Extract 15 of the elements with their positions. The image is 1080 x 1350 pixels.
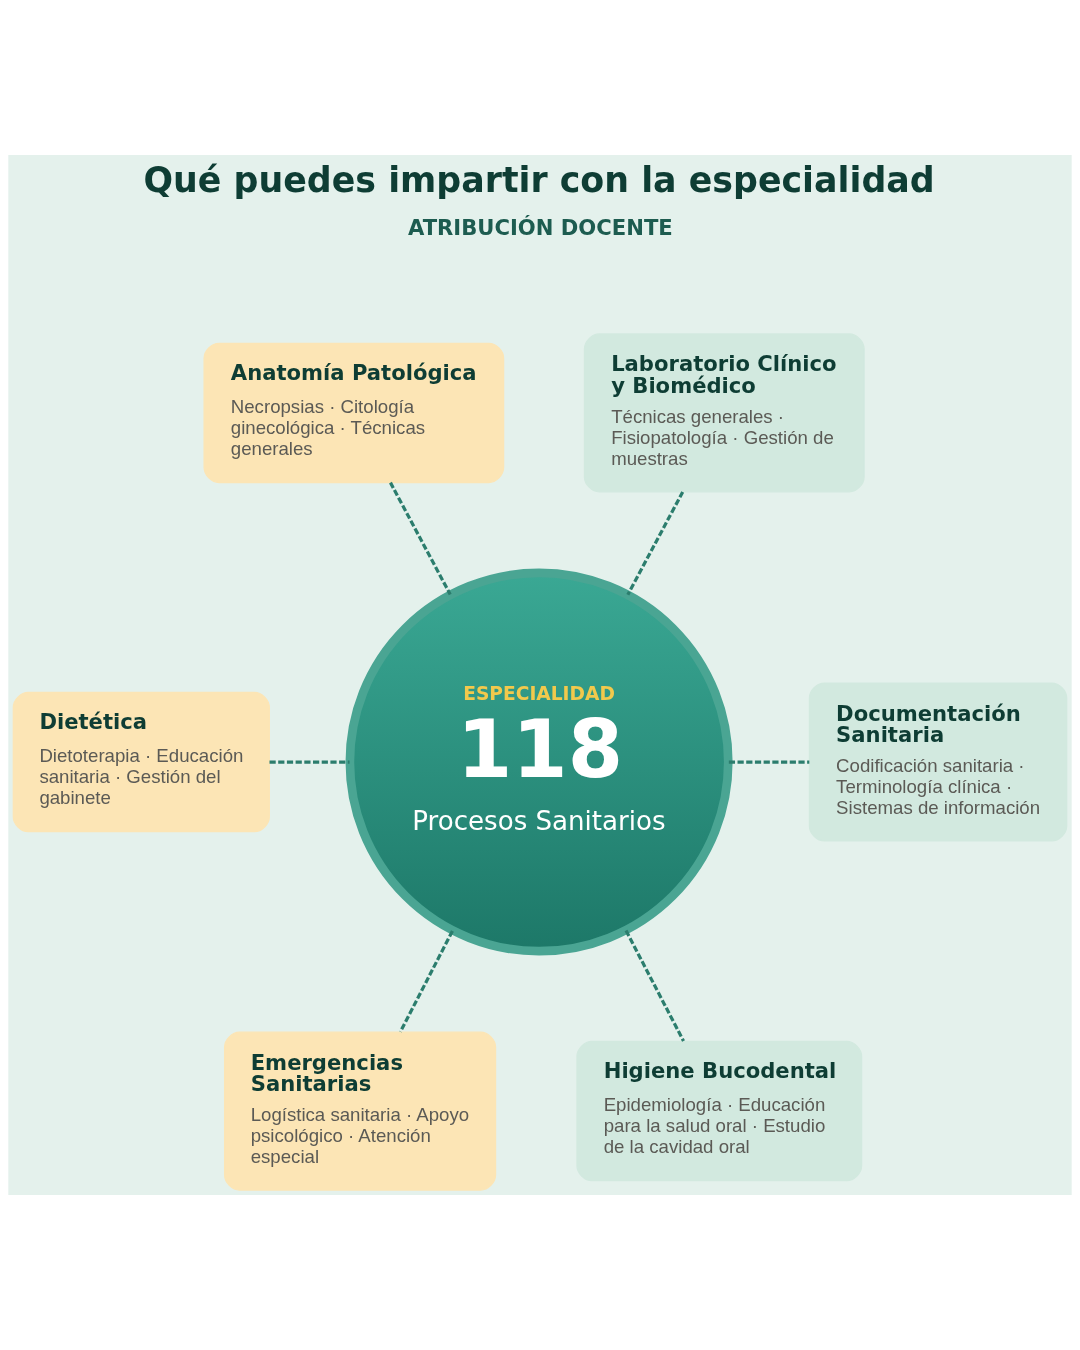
node-box: Dietética Dietoterapia · Educación sanitaria · Gestión del gabinete <box>12 691 270 833</box>
connector <box>626 491 685 596</box>
connector <box>728 760 810 764</box>
node-box: Anatomía Patológica Necropsias · Citología ginecológica · Técnicas generales <box>203 342 505 484</box>
connector <box>398 930 454 1033</box>
node-box: Documentación Sanitaria Codificación sanitaria · Terminología clínica · Sistemas de información <box>808 682 1068 842</box>
connector <box>389 481 452 596</box>
node-box: Higiene Bucodental Epidemiología · Educación para la salud oral · Estudio de la cavidad oral <box>576 1040 863 1182</box>
connector <box>269 760 350 764</box>
label: ATRIBUCIÓN DOCENTE <box>407 214 673 240</box>
connector <box>624 929 685 1042</box>
diagram-title: Qué puedes impartir con la especialidad <box>143 159 935 200</box>
node-circle: ESPECIALIDAD 118 Procesos Sanitarios <box>345 568 733 956</box>
node-box: Emergencias Sanitarias Logística sanitaria · Apoyo psicológico · Atención especial <box>224 1031 497 1191</box>
node-box: Laboratorio Clínico y Biomédico Técnicas generales · Fisiopatología · Gestión de muestras <box>583 333 865 493</box>
